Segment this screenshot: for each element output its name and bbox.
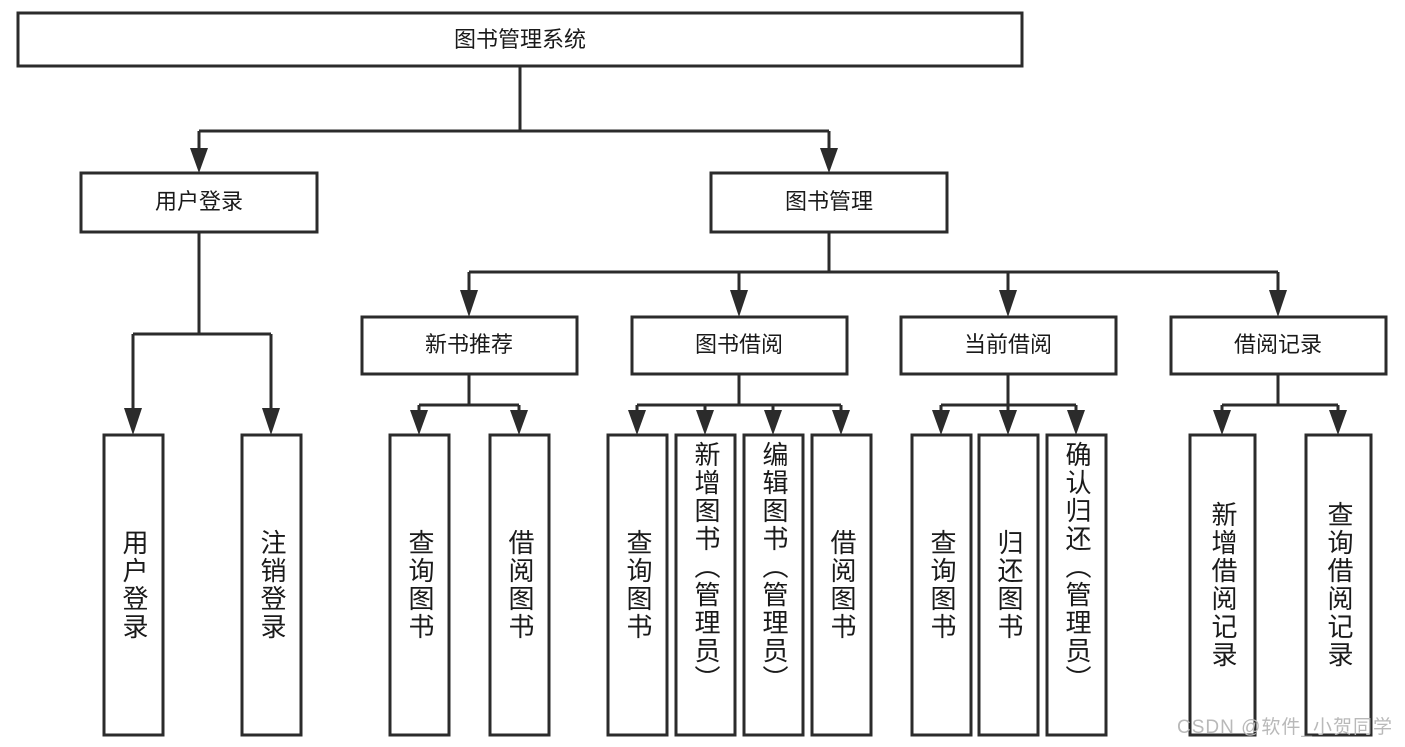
leaf-book-borrow-4-box[interactable] [810,433,873,737]
leaf-borrow-record-1-box[interactable] [1188,433,1257,737]
arrow-to-new-book [460,290,478,317]
arrow-borrow-record-leaf-2 [1329,410,1347,435]
node-borrow-record-box[interactable] [1169,315,1388,376]
node-borrow-record-label: 借阅记录 [1234,332,1322,357]
node-new-book-label: 新书推荐 [425,332,513,357]
leaf-current-borrow-3-box[interactable] [1045,433,1108,737]
arrow-current-borrow-leaf-3 [1067,410,1085,435]
node-book-manage-label: 图书管理 [785,189,873,214]
leaf-current-borrow-1-box[interactable] [910,433,973,737]
leaf-book-borrow-2-box[interactable] [674,433,737,737]
node-root-label: 图书管理系统 [454,27,586,52]
leaf-borrow-record-2-box[interactable] [1304,433,1373,737]
arrow-to-user-login [190,148,208,173]
leaf-book-borrow-3-box[interactable] [742,433,805,737]
arrow-book-borrow-leaf-4 [832,410,850,435]
connector-layer [124,66,1347,435]
arrow-user-login-leaf-1 [124,408,142,435]
node-current-borrow-box[interactable] [899,315,1118,376]
arrow-current-borrow-leaf-2 [999,410,1017,435]
leaf-current-borrow-2-box[interactable] [977,433,1040,737]
csdn-watermark: CSDN @软件_小贺同学 [1177,717,1393,738]
arrow-book-borrow-leaf-1 [628,410,646,435]
leaf-new-book-2-box[interactable] [488,433,551,737]
arrow-to-borrow-record [1269,290,1287,317]
node-book-manage-box[interactable] [709,171,949,234]
arrow-borrow-record-leaf-1 [1213,410,1231,435]
arrow-book-borrow-leaf-3 [764,410,782,435]
node-book-borrow-box[interactable] [630,315,849,376]
node-book-borrow-label: 图书借阅 [695,332,783,357]
leaf-new-book-1-box[interactable] [388,433,451,737]
arrow-user-login-leaf-2 [262,408,280,435]
arrow-new-book-leaf-2 [510,410,528,435]
leaf-user-login-2-box[interactable] [240,433,303,737]
arrow-to-current-borrow [999,290,1017,317]
arrow-to-book-borrow [730,290,748,317]
leaf-book-borrow-1-box[interactable] [606,433,669,737]
node-layer: 图书管理系统 用户登录 图书管理 新书推荐 图书借阅 当前借阅 借阅记录 [16,11,1388,737]
leaf-user-login-1-box[interactable] [102,433,165,737]
arrow-book-borrow-leaf-2 [696,410,714,435]
arrow-to-book-manage [820,148,838,173]
node-new-book-box[interactable] [360,315,579,376]
arrow-current-borrow-leaf-1 [932,410,950,435]
node-root-box[interactable] [16,11,1024,68]
node-current-borrow-label: 当前借阅 [964,332,1052,357]
node-user-login-label: 用户登录 [155,189,243,214]
node-user-login-box[interactable] [79,171,319,234]
arrow-new-book-leaf-1 [410,410,428,435]
